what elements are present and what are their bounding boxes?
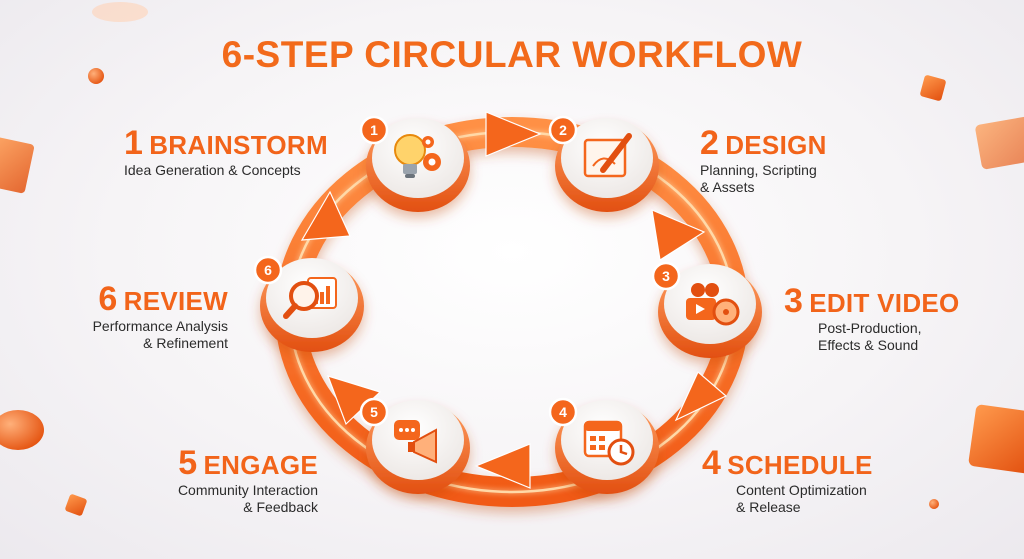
step-2-description: Planning, Scripting & Assets (700, 162, 817, 195)
step-2-number: 2 (700, 124, 720, 162)
deco-cube (0, 136, 34, 194)
step-6-number: 6 (98, 280, 118, 318)
step-5-number: 5 (178, 444, 198, 482)
step-2-node: 2 (548, 115, 659, 212)
arrow-head (485, 111, 542, 157)
step-6-node: 6 (253, 255, 364, 352)
deco-sphere (929, 499, 939, 509)
step-4-description: Content Optimization & Release (736, 482, 867, 515)
arrow-head (674, 371, 728, 422)
deco-sphere (88, 68, 104, 84)
step-5-description: Community Interaction & Feedback (177, 482, 318, 515)
video-camera-film-reel-icon (686, 283, 740, 326)
step-1-node: 1 (359, 115, 470, 212)
magnifier-chart-icon (283, 277, 337, 319)
step-4-number: 4 (702, 444, 722, 482)
diagram-title: 6-STEP CIRCULAR WORKFLOW (221, 34, 803, 75)
deco-cube (968, 404, 1024, 474)
step-3-node: 3 (651, 261, 762, 358)
deco-cube (975, 115, 1024, 170)
arrow-head (300, 190, 351, 241)
paper-pen-icon (583, 133, 632, 178)
step-1-badge-number: 1 (370, 122, 378, 138)
step-3-badge-number: 3 (662, 268, 670, 284)
chat-megaphone-icon (394, 420, 437, 464)
step-6-description: Performance Analysis & Refinement (92, 318, 228, 351)
calendar-clock-icon (583, 420, 635, 466)
lightbulb-gears-icon (394, 134, 441, 178)
step-5-node: 5 (359, 397, 470, 494)
step-1-number: 1 (124, 124, 144, 162)
step-2-badge-number: 2 (559, 122, 567, 138)
step-4-badge-number: 4 (559, 404, 567, 420)
step-3-description: Post-Production, Effects & Sound (818, 320, 922, 353)
step-1-description: Idea Generation & Concepts (124, 162, 301, 178)
step-6-badge-number: 6 (264, 262, 272, 278)
deco-cube (920, 75, 946, 101)
deco-cylinder (0, 410, 44, 450)
deco-cube (65, 494, 87, 516)
step-3-number: 3 (784, 282, 804, 320)
step-5-badge-number: 5 (370, 404, 378, 420)
arrow-head (474, 443, 531, 489)
deco-blur (92, 2, 148, 22)
step-4-node: 4 (548, 397, 659, 494)
arrow-head (651, 209, 706, 261)
